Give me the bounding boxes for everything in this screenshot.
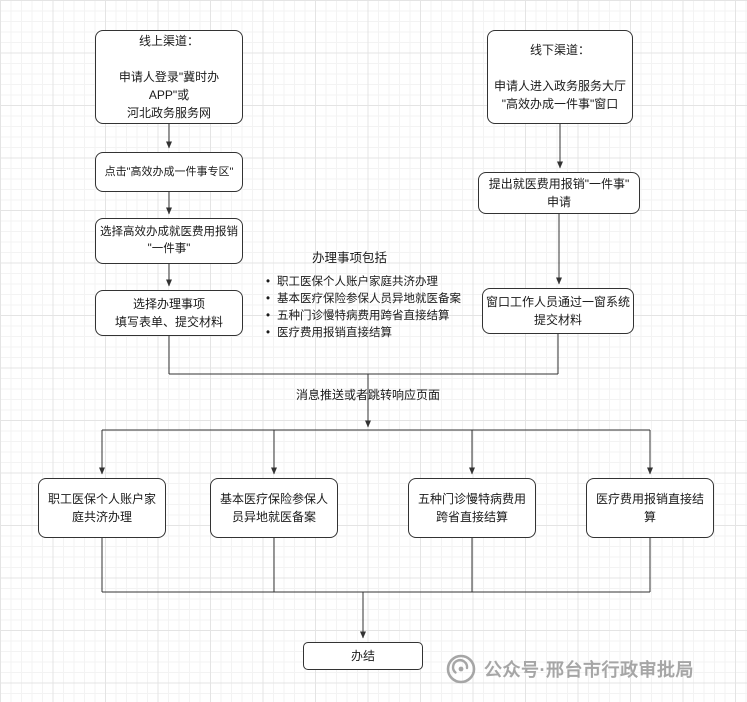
- node-online-channel: 线上渠道： 申请人登录"冀时办APP"或 河北政务服务网: [95, 30, 243, 124]
- node-branch-chronic-settlement: 五种门诊慢特病费用 跨省直接结算: [408, 478, 536, 538]
- node-select-items: 选择办理事项 填写表单、提交材料: [95, 290, 243, 336]
- watermark: 公众号·邢台市行政审批局: [446, 654, 694, 684]
- node-branch-family-sharing: 职工医保个人账户家 庭共济办理: [38, 478, 166, 538]
- node-branch-remote-filing: 基本医疗保险参保人 员异地就医备案: [210, 478, 338, 538]
- annotation-item: 五种门诊慢特病费用跨省直接结算: [264, 308, 476, 325]
- official-account-logo-icon: [446, 654, 476, 684]
- node-select-service: 选择高效办成就医费用报销 "一件事": [95, 218, 243, 264]
- node-offline-channel: 线下渠道： 申请人进入政务服务大厅 "高效办成一件事"窗口: [487, 30, 633, 124]
- annotation-item: 医疗费用报销直接结算: [264, 325, 476, 342]
- annotation-item: 基本医疗保险参保人员异地就医备案: [264, 291, 476, 308]
- node-finish: 办结: [303, 642, 423, 670]
- annotation-item: 职工医保个人账户家庭共济办理: [264, 274, 476, 291]
- node-click-zone: 点击"高效办成一件事专区": [95, 152, 243, 192]
- node-window-staff: 窗口工作人员通过一窗系统 提交材料: [482, 288, 634, 334]
- handled-items-annotation: 办理事项包括 职工医保个人账户家庭共济办理 基本医疗保险参保人员异地就医备案 五…: [264, 247, 476, 342]
- node-submit-application: 提出就医费用报销"一件事" 申请: [478, 172, 640, 214]
- node-branch-direct-settlement: 医疗费用报销直接结 算: [586, 478, 714, 538]
- watermark-text: 公众号·邢台市行政审批局: [484, 660, 694, 680]
- junction-label: 消息推送或者跳转响应页面: [295, 388, 440, 402]
- annotation-title: 办理事项包括: [312, 251, 388, 265]
